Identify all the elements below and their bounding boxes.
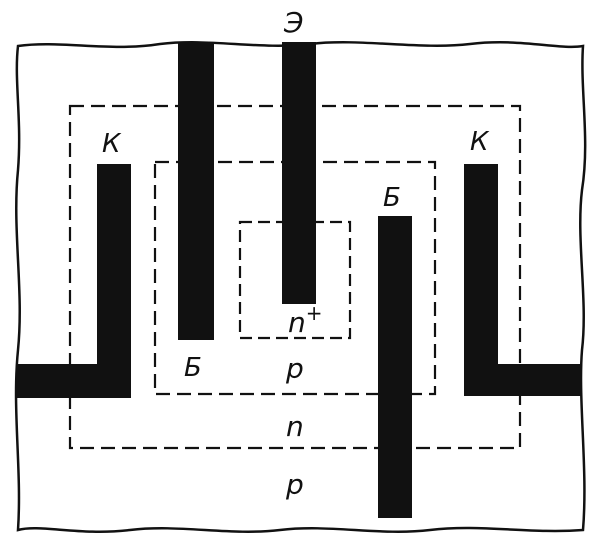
emitter-label: Э (283, 6, 304, 39)
n-plus-region-label: n+ (288, 301, 323, 339)
base-contact-left (178, 42, 214, 340)
base-contact-right (378, 216, 412, 518)
n-collector-region-label: n (286, 410, 304, 443)
p-substrate-region-label: p (285, 468, 304, 501)
collector-contact-left (16, 164, 131, 398)
collector-label-right: К (470, 127, 490, 157)
p-base-region-label: p (285, 352, 304, 385)
base-label-left: Б (184, 353, 202, 383)
collector-contact-right (464, 164, 582, 396)
n-plus-superscript: + (306, 301, 323, 325)
n-plus-letter: n (288, 306, 306, 339)
collector-n-region-boundary (68, 104, 522, 450)
emitter-contact (282, 42, 316, 304)
base-label-right: Б (383, 183, 401, 213)
collector-label-left: К (102, 129, 122, 159)
